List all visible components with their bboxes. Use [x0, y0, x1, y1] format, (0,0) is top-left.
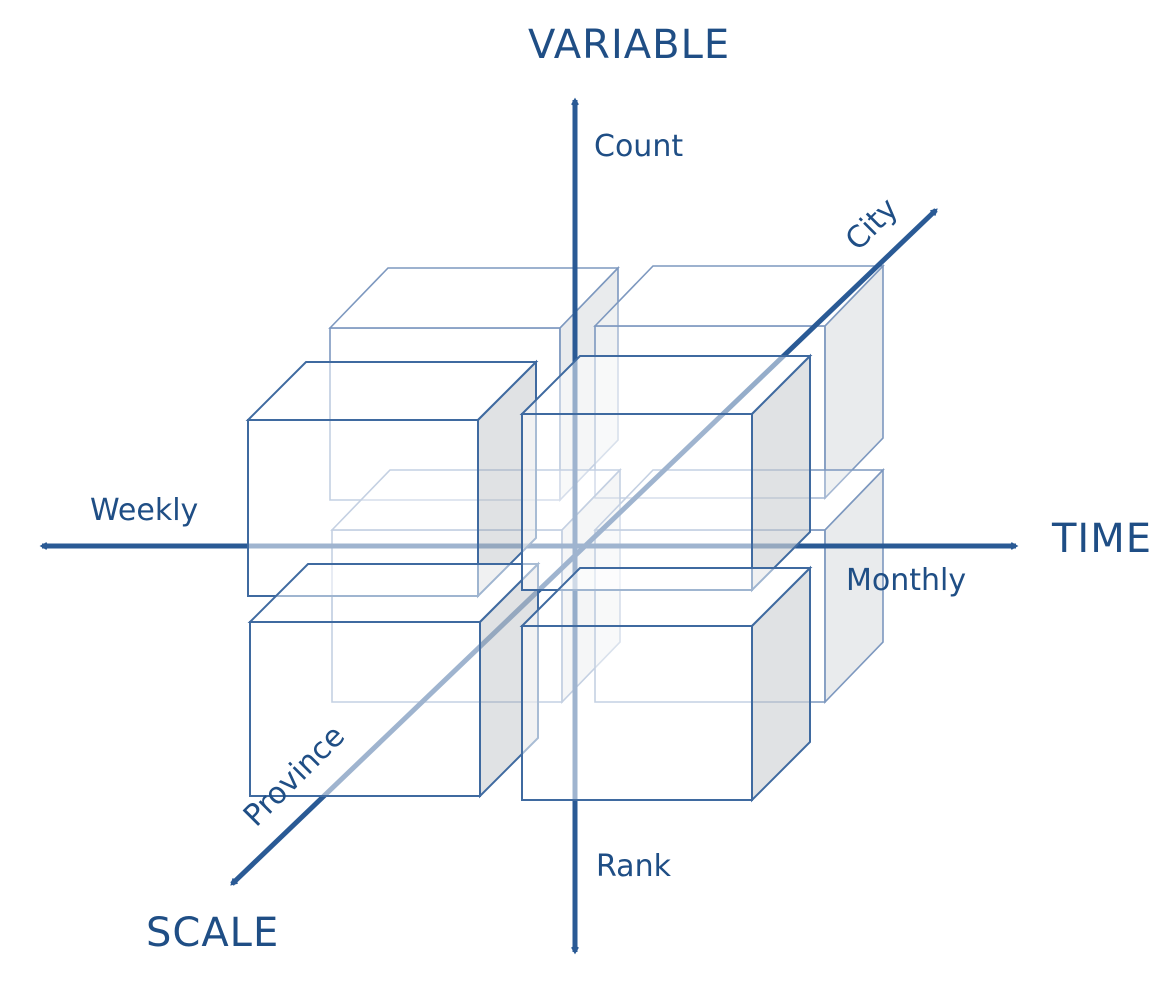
cube-front-bottom-right: [519, 565, 813, 803]
count-label: Count: [594, 129, 683, 164]
cube-front-bottom-left: [247, 561, 541, 799]
variable-axis-title: VARIABLE: [528, 22, 730, 68]
rank-label: Rank: [596, 849, 672, 884]
weekly-label: Weekly: [90, 493, 198, 528]
cube-front-top-right: [519, 353, 813, 593]
cube-front-top-left: [245, 359, 539, 599]
scale-axis-title: SCALE: [146, 910, 279, 956]
monthly-label: Monthly: [846, 563, 966, 598]
time-axis-title: TIME: [1051, 516, 1152, 562]
